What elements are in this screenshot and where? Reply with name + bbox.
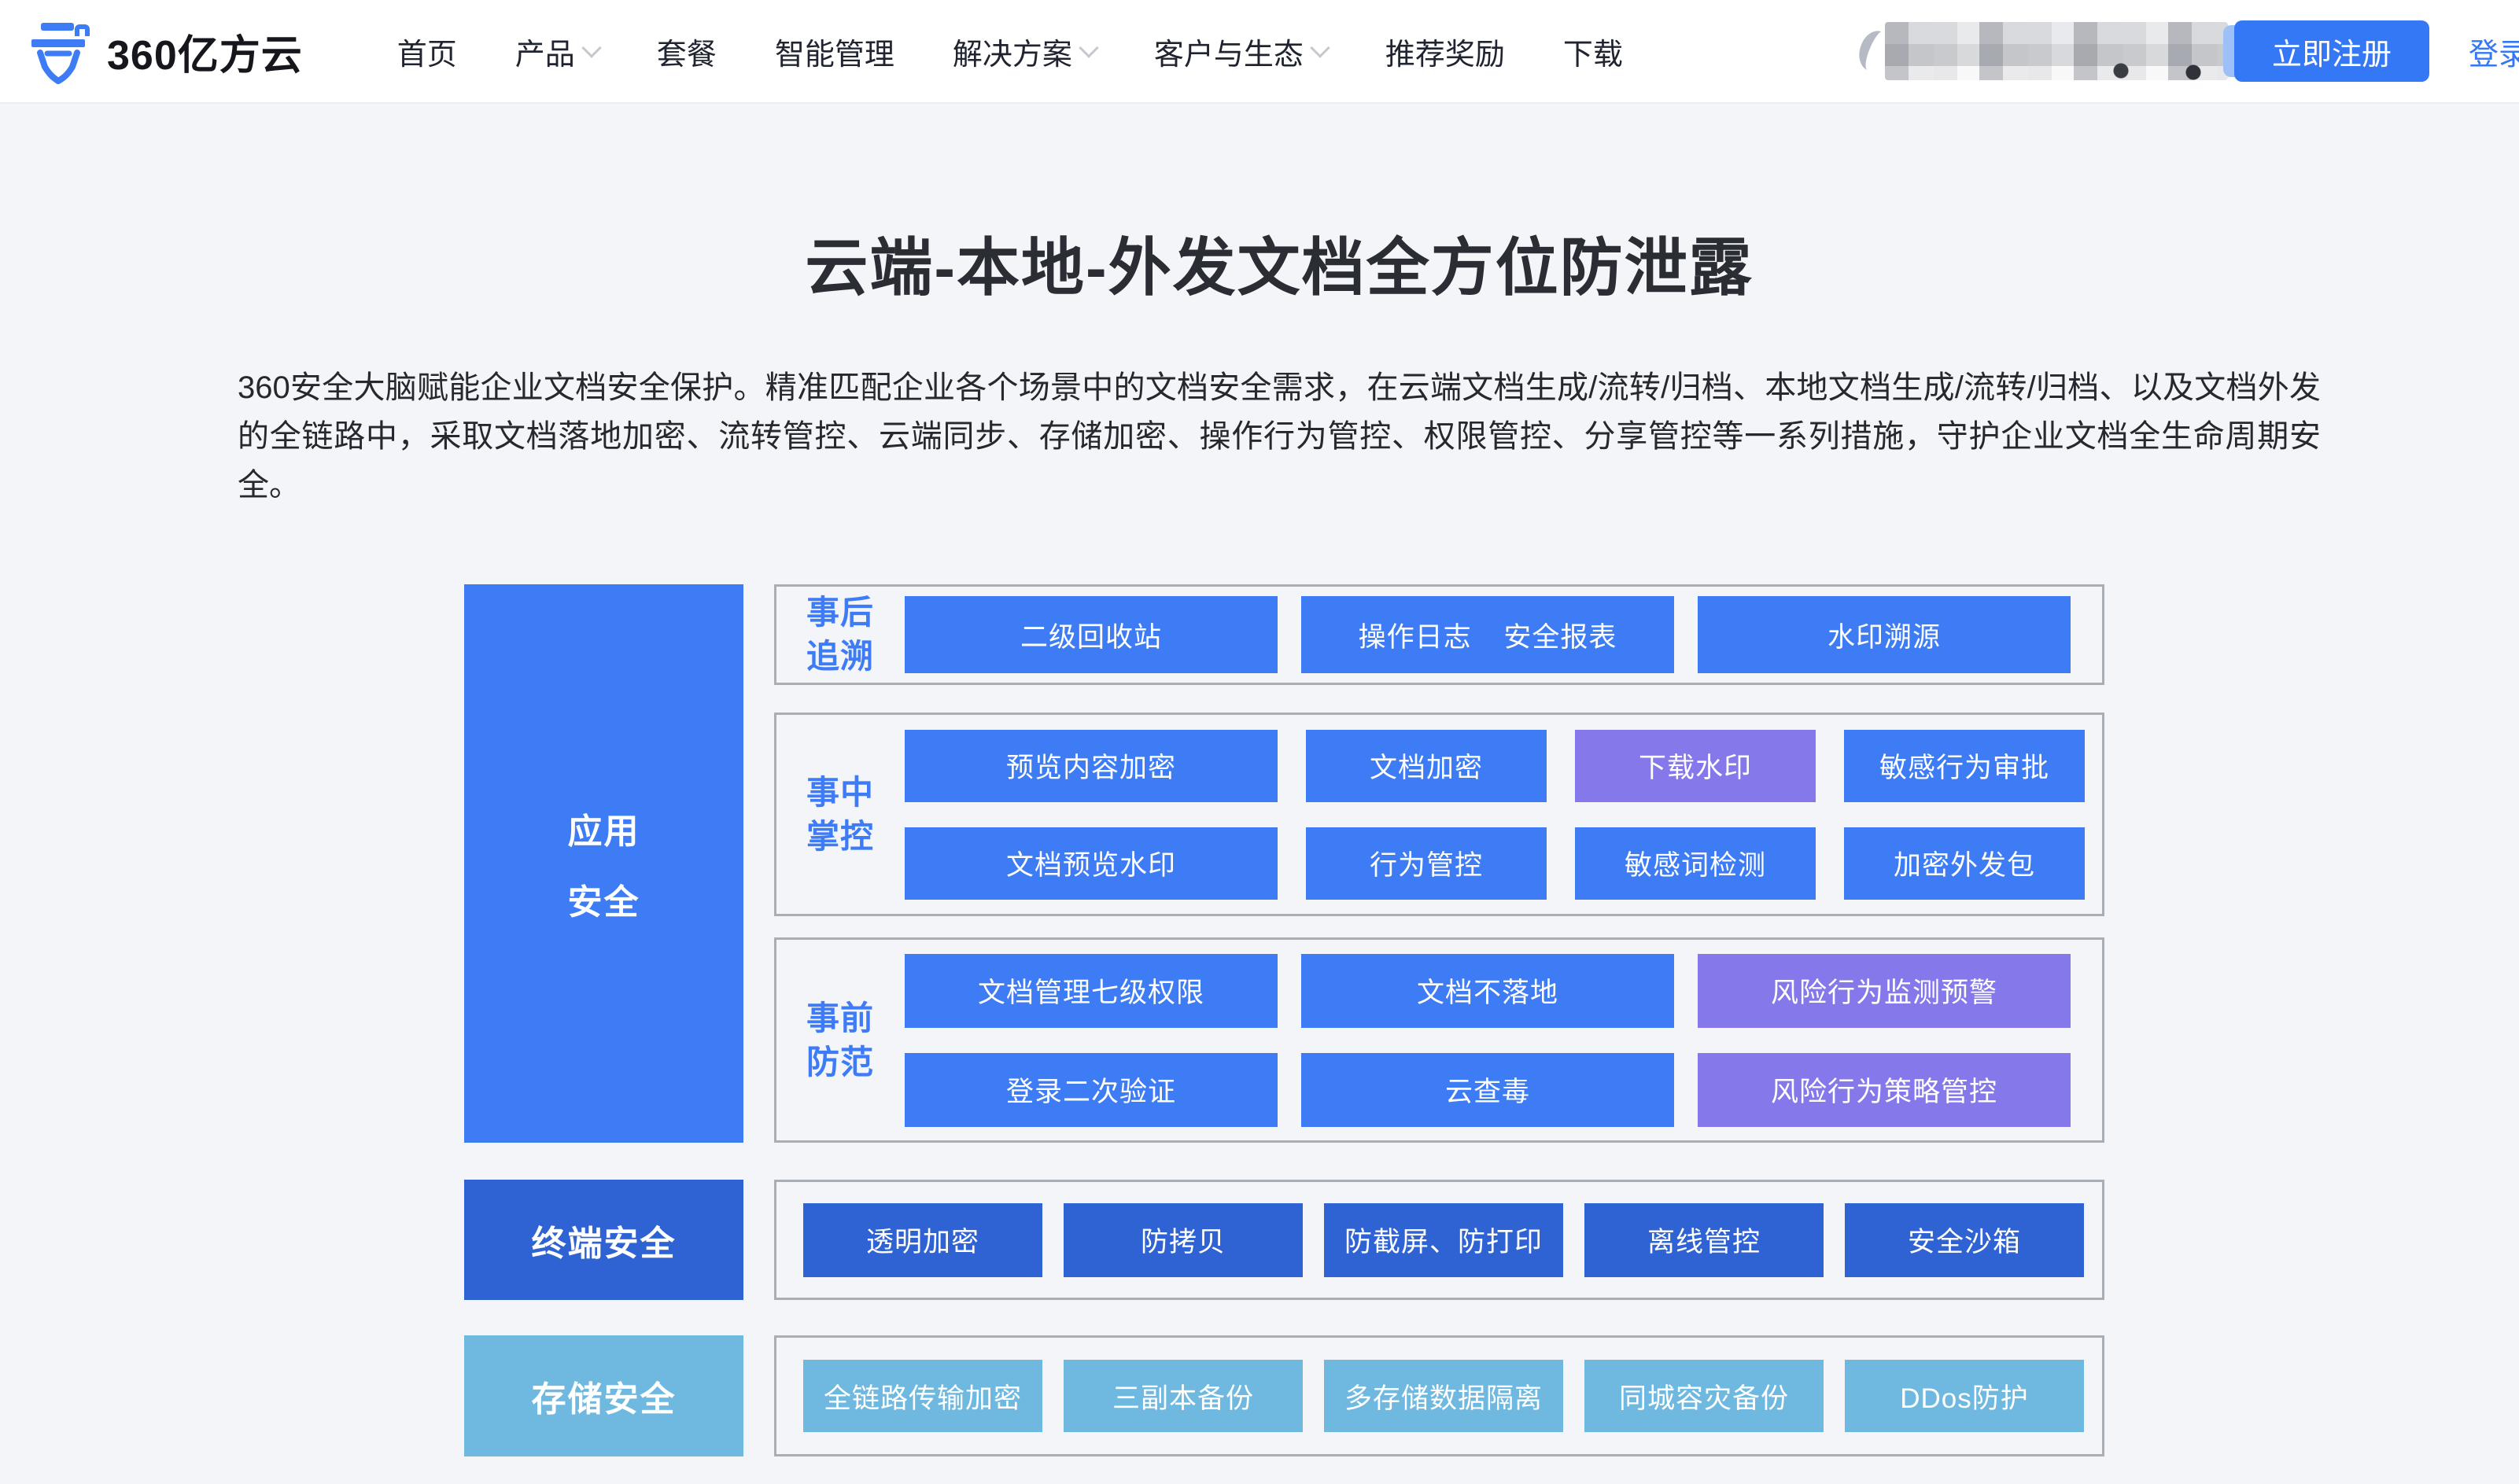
category-label: 存储安全 [531, 1380, 677, 1419]
feature-cell: 云查毒 [1301, 1052, 1674, 1127]
category-block-app-security: 应用安全 [464, 584, 743, 1143]
feature-cell: 二级回收站 [905, 596, 1278, 673]
nav-item-download[interactable]: 下载 [1563, 30, 1623, 73]
feature-cell: 全链路传输加密 [803, 1360, 1042, 1432]
category-label: 安全 [567, 883, 640, 922]
nav-item-label: 推荐奖励 [1385, 38, 1505, 72]
logo-text: 360亿方云 [107, 32, 303, 79]
security-architecture-diagram: 应用安全终端安全存储安全 事后追溯二级回收站操作日志 安全报表水印溯源事中掌控预览… [464, 584, 2104, 1459]
feature-cell: 敏感词检测 [1575, 827, 1816, 900]
nav-item-label: 下载 [1562, 38, 1623, 72]
feature-cell: 透明加密 [803, 1202, 1042, 1277]
feature-cell: 文档加密 [1306, 729, 1547, 802]
nav-item-label: 智能管理 [774, 38, 894, 72]
page-description: 360安全大脑赋能企业文档安全保护。精准匹配企业各个场景中的文档安全需求，在云端… [238, 370, 2321, 503]
top-navigation-bar: 360亿方云 首页 产品 套餐 智能管理 解决方案 客户与生态 推荐奖励 下载 立即注册 登录 [0, 0, 2519, 102]
chevron-down-icon [1310, 38, 1330, 58]
feature-cell: 安全沙箱 [1845, 1202, 2084, 1277]
feature-cell: 防截屏、防打印 [1324, 1202, 1563, 1277]
cloud-shield-logo-icon [24, 15, 96, 87]
nav-item-customer-ecosystem[interactable]: 客户与生态 [1153, 30, 1330, 73]
feature-group-pre-event-prevention: 事前防范文档管理七级权限文档不落地风险行为监测预警登录二次验证云查毒风险行为策略… [774, 937, 2104, 1143]
nav-item-label: 套餐 [656, 38, 717, 72]
feature-cell: 文档不落地 [1301, 953, 1674, 1028]
feature-cell: 加密外发包 [1844, 827, 2085, 900]
feature-group-post-event-trace: 事后追溯二级回收站操作日志 安全报表水印溯源 [774, 584, 2104, 685]
nav-item-referral-rewards[interactable]: 推荐奖励 [1385, 30, 1505, 73]
feature-group-in-process-control: 事中掌控预览内容加密文档加密下载水印敏感行为审批文档预览水印行为管控敏感词检测加… [774, 713, 2104, 916]
feature-cell: 登录二次验证 [905, 1052, 1278, 1127]
group-label: 事中掌控 [806, 773, 875, 855]
nav-item-label: 产品 [514, 38, 575, 72]
category-label: 应用 [567, 812, 640, 851]
group-label: 事前防范 [806, 999, 875, 1081]
page-title: 云端-本地-外发文档全方位防泄露 [805, 233, 1754, 303]
feature-cell: 离线管控 [1584, 1202, 1824, 1277]
register-button[interactable]: 立即注册 [2233, 20, 2429, 82]
chevron-down-icon [1079, 38, 1099, 58]
nav-item-smart-management[interactable]: 智能管理 [775, 30, 894, 73]
nav-item-home[interactable]: 首页 [397, 30, 457, 73]
feature-cell: 同城容灾备份 [1584, 1360, 1824, 1432]
feature-cell: 三副本备份 [1064, 1360, 1303, 1432]
feature-cell: 文档管理七级权限 [905, 953, 1278, 1028]
nav-item-solution[interactable]: 解决方案 [952, 30, 1099, 73]
category-block-storage-security: 存储安全 [464, 1335, 743, 1456]
logo[interactable]: 360亿方云 [24, 15, 303, 87]
chevron-down-icon [581, 38, 602, 58]
blurred-phone-number [1884, 22, 2228, 80]
feature-cell: 敏感行为审批 [1844, 729, 2085, 802]
feature-cell: 行为管控 [1306, 827, 1547, 900]
feature-cell: 防拷贝 [1064, 1202, 1303, 1277]
main-nav: 首页 产品 套餐 智能管理 解决方案 客户与生态 推荐奖励 下载 [397, 30, 1623, 73]
header-right-area: 立即注册 登录 [1853, 20, 2519, 82]
feature-cell: 下载水印 [1575, 729, 1816, 802]
group-label: 事后追溯 [806, 594, 875, 675]
category-label: 终端安全 [531, 1224, 677, 1263]
feature-cell: 水印溯源 [1698, 596, 2071, 673]
feature-cell: 操作日志 安全报表 [1301, 596, 1674, 673]
feature-cell: 文档预览水印 [905, 827, 1278, 900]
feature-cell: 多存储数据隔离 [1324, 1360, 1563, 1432]
feature-group-storage-features: 全链路传输加密三副本备份多存储数据隔离同城容灾备份 DDos防护 [774, 1335, 2104, 1456]
feature-cell: DDos防护 [1845, 1360, 2084, 1432]
login-link[interactable]: 登录 [2468, 38, 2519, 72]
feature-cell: 风险行为监测预警 [1698, 953, 2071, 1028]
feature-cell: 风险行为策略管控 [1698, 1052, 2071, 1127]
nav-item-label: 客户与生态 [1153, 38, 1304, 72]
nav-item-product[interactable]: 产品 [514, 30, 602, 73]
feature-cell: 预览内容加密 [905, 729, 1278, 802]
category-block-terminal-security: 终端安全 [464, 1180, 743, 1300]
nav-item-label: 首页 [396, 38, 457, 72]
nav-item-package[interactable]: 套餐 [657, 30, 717, 73]
nav-item-label: 解决方案 [952, 38, 1072, 72]
feature-group-terminal-features: 透明加密防拷贝防截屏、防打印离线管控安全沙箱 [774, 1180, 2104, 1300]
